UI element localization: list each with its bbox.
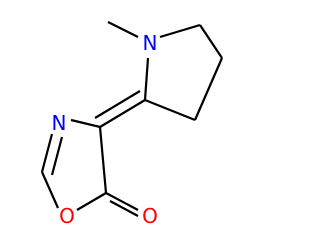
atom-o-carbonyl: O xyxy=(142,204,158,228)
bond-c4-n xyxy=(143,57,150,101)
bond-n-c2-double-2 xyxy=(50,136,64,176)
bond-ring-c1-c2 xyxy=(199,24,223,59)
bond-exocyclic-double-1 xyxy=(99,99,146,128)
bonds xyxy=(40,21,224,217)
bond-c4-c5 xyxy=(98,126,108,194)
bond-n-c2-double-1 xyxy=(40,133,54,173)
bond-o1-c5 xyxy=(76,192,107,211)
bond-c2-o1 xyxy=(40,171,60,209)
atom-n-oxazole: N xyxy=(52,111,67,135)
molecule-structure: N N O O xyxy=(40,21,224,228)
bond-c4-n-oxazole xyxy=(70,118,101,129)
bond-ring-c2-c3 xyxy=(193,57,224,121)
bond-n-methyl xyxy=(107,21,139,38)
atom-labels: N N O O xyxy=(52,31,158,228)
atom-o-ring: O xyxy=(59,204,75,228)
bond-n-ch2 xyxy=(159,23,201,39)
bond-carbonyl-2 xyxy=(109,200,139,217)
bond-ring-c3-c4 xyxy=(144,98,196,122)
bond-exocyclic-double-2 xyxy=(94,90,141,119)
atom-n-pyrrolidine: N xyxy=(143,31,158,55)
bond-carbonyl-1 xyxy=(105,192,139,211)
